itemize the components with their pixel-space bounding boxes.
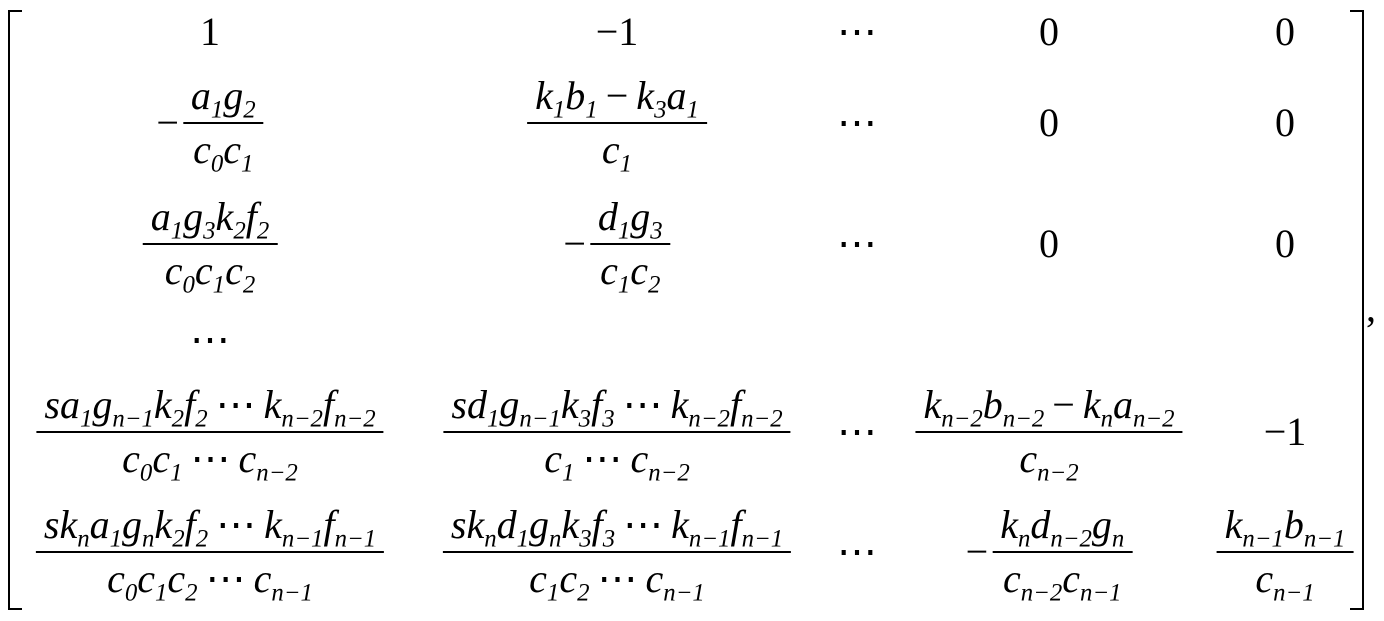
fraction-bar [992,551,1133,553]
cell-text: 0 [1275,9,1295,54]
matrix-cell-r1-c3: ⋯ [837,12,877,52]
fraction-denominator: c0c1c2 ⋯ cn−1 [107,556,313,607]
cell-text: ⋯ [190,317,230,362]
fraction-denominator: c0c1c2 [164,248,256,299]
cell-text: −1 [595,9,639,54]
fraction-denominator: c0c1 [193,127,254,178]
matrix-cell-r6-c3: ⋯ [837,532,877,572]
fraction-denominator: c0c1 ⋯ cn−2 [122,436,298,487]
fraction-denominator: cn−1 [1255,556,1315,607]
fraction-bar [1216,551,1354,553]
fraction-denominator: c1c2 [600,248,661,299]
matrix-cell-r3-c5: 0 [1275,224,1295,264]
fraction-numerator: sa1gn−1k2f2 ⋯ kn−2fn−2 [44,382,376,433]
fraction-numerator: sknd1gnk3f3 ⋯ kn−1fn−1 [450,502,784,553]
matrix-cell-r1-c2: −1 [596,12,639,52]
matrix-cell-r1-c1: 1 [200,12,220,52]
cell-text: ⋯ [837,9,877,54]
fraction-denominator: cn−2 [1019,436,1079,487]
cell-text: 0 [1039,100,1059,145]
matrix-cell-r1-c5: 0 [1275,12,1295,52]
fraction-bar [442,551,792,553]
matrix-cell-r2-c4: 0 [1039,103,1059,143]
fraction-numerator: a1g3k2f2 [150,194,270,245]
fraction-bar [182,122,264,124]
fraction-numerator: a1g2 [190,73,256,124]
cell-sign: − [965,529,989,574]
cell-text: 0 [1039,9,1059,54]
fraction-numerator: sd1gn−1k3f3 ⋯ kn−2fn−2 [451,382,783,433]
matrix-cell-r2-c5: 0 [1275,103,1295,143]
fraction-bar [35,551,385,553]
right-bracket [1350,10,1364,610]
fraction-numerator: skna1gnk2f2 ⋯ kn−1fn−1 [43,502,377,553]
left-bracket [8,10,22,610]
cell-sign: − [563,221,586,266]
matrix-cell-r4-c1: ⋯ [190,320,230,360]
matrix-cell-r5-c5: −1 [1264,412,1307,452]
fraction-numerator: d1g3 [597,194,663,245]
fraction-bar [915,431,1183,433]
fraction-numerator: k1b1 − k3a1 [535,73,699,124]
matrix-cell-r3-c3: ⋯ [837,224,877,264]
cell-text: 1 [200,9,220,54]
cell-sign: − [156,100,179,145]
trailing-comma: , [1366,285,1376,330]
fraction-numerator: kn−1bn−1 [1224,502,1346,553]
matrix-cell-r2-c3: ⋯ [837,103,877,143]
cell-text: 0 [1275,221,1295,266]
fraction-bar [142,243,278,245]
matrix-cell-r1-c4: 0 [1039,12,1059,52]
fraction-bar [527,122,707,124]
cell-text: 0 [1039,221,1059,266]
cell-text: −1 [1263,409,1307,454]
fraction-numerator: kn−2bn−2 − knan−2 [923,382,1175,433]
fraction-bar [443,431,791,433]
fraction-bar [589,243,671,245]
cell-text: ⋯ [837,221,877,266]
fraction-denominator: c1 [601,127,633,178]
cell-text: ⋯ [837,409,877,454]
cell-text: ⋯ [837,529,877,574]
matrix-cell-r3-c4: 0 [1039,224,1059,264]
matrix-cell-r5-c3: ⋯ [837,412,877,452]
cell-text: 0 [1275,100,1295,145]
fraction-denominator: cn−2cn−1 [1002,556,1122,607]
cell-text: ⋯ [837,100,877,145]
fraction-bar [36,431,384,433]
fraction-denominator: c1 ⋯ cn−2 [544,436,690,487]
fraction-denominator: c1c2 ⋯ cn−1 [529,556,705,607]
fraction-numerator: kndn−2gn [1000,502,1125,553]
